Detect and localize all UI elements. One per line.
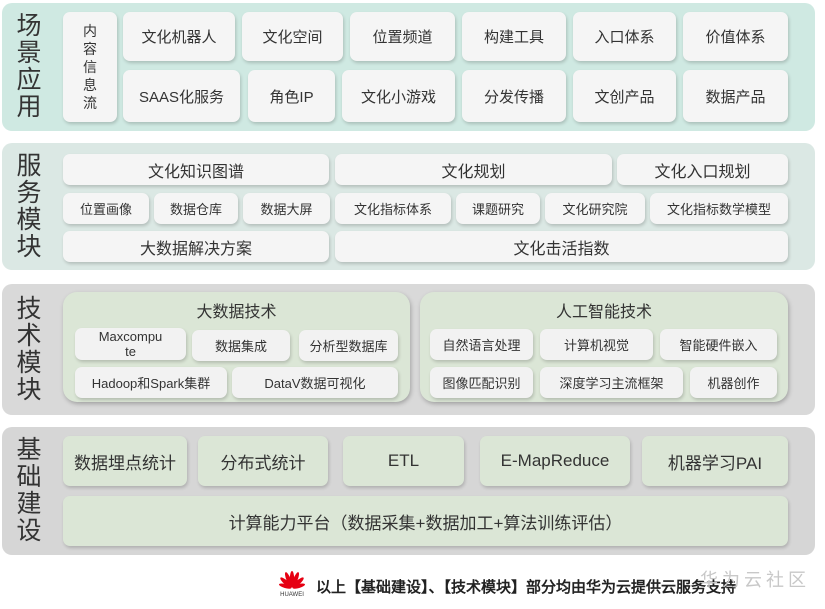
base-distributed-stats: 分布式统计: [198, 436, 328, 486]
ai-tech-panel: 人工智能技术 自然语言处理 计算机视觉 智能硬件嵌入 图像匹配识别 深度学习主流…: [420, 292, 788, 402]
base-compute-platform: 计算能力平台（数据采集+数据加工+算法训练评估）: [63, 496, 788, 546]
service-indicator-system: 文化指标体系: [335, 193, 451, 224]
base-title-char: 础: [16, 463, 42, 491]
service-data-screen: 数据大屏: [243, 193, 330, 224]
tech-title-char: 术: [16, 322, 42, 350]
huawei-logo-text: HUAWEI: [280, 592, 304, 598]
tech-analytic-db: 分析型数据库: [299, 330, 398, 361]
tech-title-char: 技: [16, 295, 42, 323]
tech-layer-title: 技 术 模 块: [12, 292, 46, 408]
scene-layer: 场 景 应 用 内 容 信 息 流 文化机器人 文化空间 位置频道 构建工具 入…: [2, 3, 815, 131]
scene-item-cultural-products: 文创产品: [573, 70, 676, 122]
scene-item-data-products: 数据产品: [683, 70, 788, 122]
ai-tech-title: 人工智能技术: [555, 304, 652, 321]
scene-item-value-system: 价值体系: [683, 12, 788, 61]
base-title-char: 基: [16, 436, 42, 464]
service-title-char: 务: [16, 179, 42, 207]
tech-hadoop-spark: Hadoop和Spark集群: [75, 367, 227, 398]
watermark: 华为云社区: [700, 570, 810, 590]
service-knowledge-graph: 文化知识图谱: [63, 154, 329, 185]
service-data-warehouse: 数据仓库: [154, 193, 238, 224]
bigdata-tech-title: 大数据技术: [196, 304, 277, 321]
service-title-char: 模: [16, 206, 42, 234]
base-layer: 基 础 建 设 数据埋点统计 分布式统计 ETL E-MapReduce 机器学…: [2, 427, 815, 555]
base-etl: ETL: [343, 436, 464, 486]
tech-maxcompute-line: te: [125, 344, 136, 359]
tech-data-integration: 数据集成: [192, 330, 290, 361]
tech-maxcompute-line: Maxcompu: [98, 329, 163, 344]
content-feed-char: 信: [83, 59, 97, 75]
base-tracking-stats: 数据埋点统计: [63, 436, 187, 486]
base-emapreduce: E-MapReduce: [480, 436, 630, 486]
service-research-institute: 文化研究院: [545, 193, 645, 224]
content-feed-char: 息: [83, 77, 97, 93]
scene-layer-title: 场 景 应 用: [12, 9, 46, 125]
base-layer-title: 基 础 建 设: [12, 433, 46, 549]
service-layer-title: 服 务 模 块: [12, 149, 46, 265]
scene-item-mini-games: 文化小游戏: [342, 70, 455, 122]
scene-item-culture-robot: 文化机器人: [123, 12, 235, 61]
content-feed-char: 内: [83, 23, 97, 39]
content-feed-char: 流: [83, 95, 97, 111]
service-title-char: 块: [16, 233, 42, 261]
tech-title-char: 块: [16, 376, 42, 404]
tech-datav: DataV数据可视化: [232, 367, 398, 398]
scene-item-location-channel: 位置频道: [350, 12, 455, 61]
scene-title-char: 应: [16, 66, 42, 94]
tech-computer-vision: 计算机视觉: [540, 329, 653, 360]
service-activation-index: 文化击活指数: [335, 231, 788, 262]
content-feed-char: 容: [83, 41, 97, 57]
footer-note: HUAWEI 以上【基础建设】、【技术模块】部分均由华为云提供云服务支持: [276, 569, 736, 603]
footer-text: 以上【基础建设】、【技术模块】部分均由华为云提供云服务支持: [316, 578, 737, 596]
service-title-char: 服: [16, 152, 42, 180]
base-title-char: 设: [16, 517, 42, 545]
tech-smart-hardware: 智能硬件嵌入: [660, 329, 777, 360]
tech-maxcompute: Maxcompu te: [75, 328, 186, 360]
tech-machine-creation: 机器创作: [690, 367, 777, 398]
huawei-logo-icon: HUAWEI: [276, 570, 308, 602]
scene-item-saas-service: SAAS化服务: [123, 70, 240, 122]
scene-title-char: 景: [16, 39, 42, 67]
bigdata-tech-panel: 大数据技术 Maxcompu te 数据集成 分析型数据库 Hadoop和Spa…: [63, 292, 410, 402]
scene-title-char: 场: [16, 12, 42, 40]
service-bigdata-solution: 大数据解决方案: [63, 231, 329, 262]
service-research-topics: 课题研究: [456, 193, 540, 224]
huawei-petals-icon: [278, 571, 306, 589]
scene-item-build-tools: 构建工具: [462, 12, 566, 61]
base-pai: 机器学习PAI: [642, 436, 788, 486]
scene-item-distribution: 分发传播: [462, 70, 566, 122]
tech-title-char: 模: [16, 349, 42, 377]
base-title-char: 建: [16, 490, 42, 518]
service-entry-planning: 文化入口规划: [617, 154, 788, 185]
service-culture-planning: 文化规划: [335, 154, 612, 185]
tech-deep-learning: 深度学习主流框架: [540, 367, 683, 398]
scene-item-character-ip: 角色IP: [248, 70, 335, 122]
scene-item-entry-system: 入口体系: [573, 12, 676, 61]
service-layer: 服 务 模 块 文化知识图谱 文化规划 文化入口规划 位置画像 数据仓库 数据大…: [2, 143, 815, 270]
scene-item-culture-space: 文化空间: [242, 12, 343, 61]
service-location-profile: 位置画像: [63, 193, 149, 224]
tech-nlp: 自然语言处理: [430, 329, 533, 360]
content-feed-box: 内 容 信 息 流: [63, 12, 117, 122]
tech-image-matching: 图像匹配识别: [430, 367, 533, 398]
tech-layer: 技 术 模 块 大数据技术 Maxcompu te 数据集成 分析型数据库 Ha…: [2, 284, 815, 415]
scene-title-char: 用: [16, 93, 42, 121]
service-indicator-model: 文化指标数学模型: [650, 193, 788, 224]
